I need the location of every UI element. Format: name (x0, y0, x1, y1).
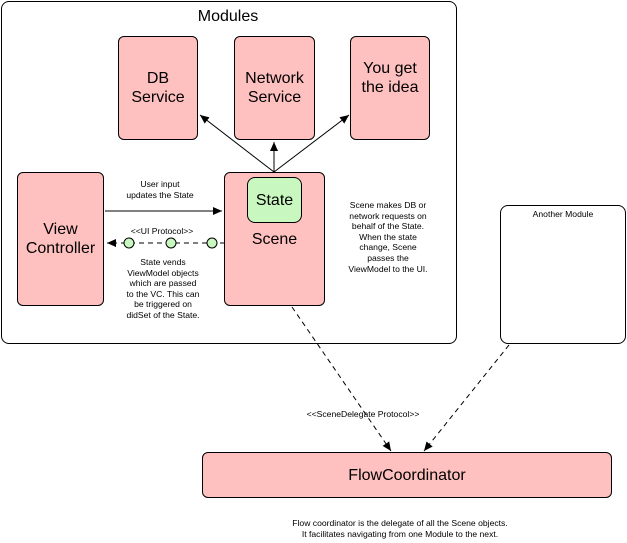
scene-delegate-protocol-note: <<SceneDelegate Protocol>> (306, 409, 420, 419)
state-box[interactable]: State (247, 177, 302, 223)
ui-protocol-note: <<UI Protocol>> (130, 226, 194, 236)
scene-to-services-connector (199, 114, 350, 173)
state-label: State (255, 191, 294, 209)
ui-protocol-node (206, 237, 218, 249)
another-module-delegate-arrow (423, 344, 510, 452)
you-get-the-idea-box[interactable]: You get the idea (350, 36, 430, 140)
ui-protocol-node (123, 237, 135, 249)
scene-delegate-arrow (291, 306, 392, 452)
ui-protocol-arrow (107, 237, 225, 249)
ui-protocol-node (165, 237, 177, 249)
view-controller-label: View Controller (25, 221, 96, 257)
you-get-the-idea-label: You get the idea (361, 60, 419, 96)
flow-coordinator-box[interactable]: FlowCoordinator (202, 452, 612, 498)
network-service-box[interactable]: Network Service (234, 36, 315, 140)
view-controller-box[interactable]: View Controller (17, 172, 104, 306)
state-vends-note: State vends ViewModel objects which are … (126, 257, 200, 320)
modules-title: Modules (197, 8, 259, 25)
scene-label: Scene (251, 231, 298, 248)
db-service-label: DB Service (131, 70, 185, 106)
network-service-label: Network Service (245, 70, 304, 106)
scene-makes-note: Scene makes DB or network requests on be… (348, 200, 428, 274)
db-service-box[interactable]: DB Service (118, 36, 198, 140)
another-module-label: Another Module (532, 209, 594, 219)
flow-coordinator-note: Flow coordinator is the delegate of all … (292, 518, 508, 539)
user-input-note: User input updates the State (126, 179, 194, 200)
another-module-frame[interactable] (500, 205, 626, 344)
flow-coordinator-label: FlowCoordinator (348, 466, 466, 484)
